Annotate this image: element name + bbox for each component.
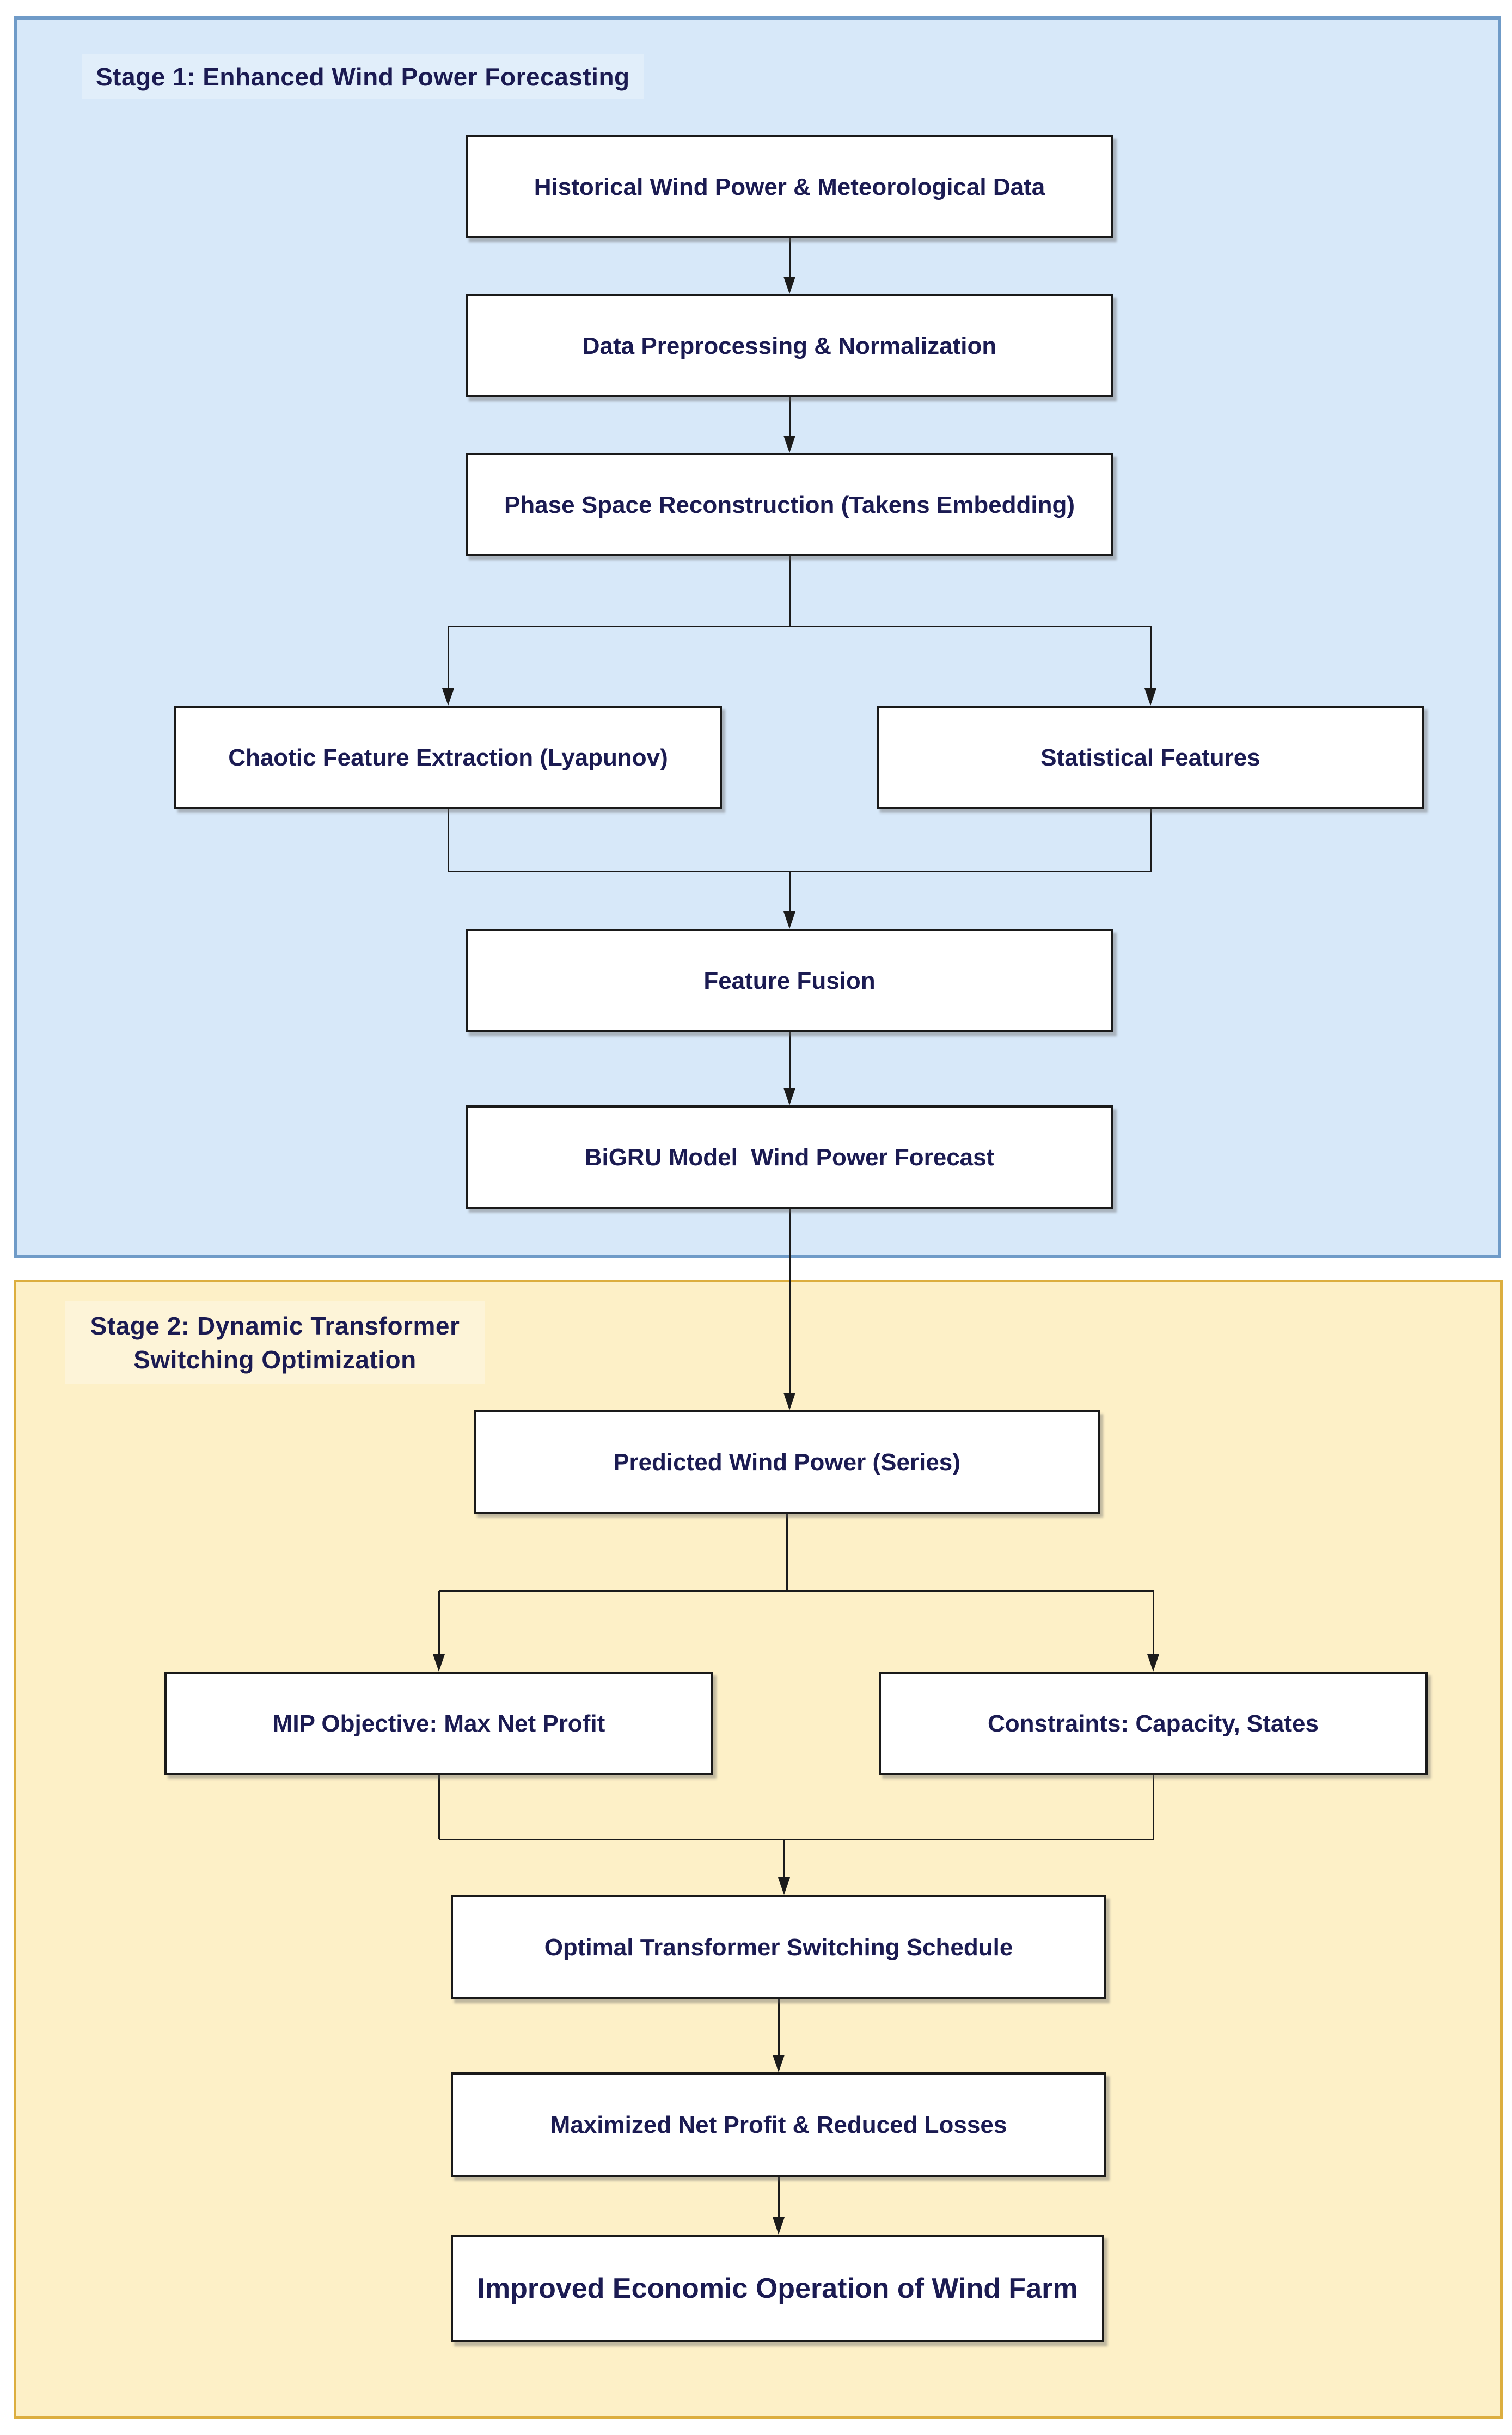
connector-maximized-to-improved	[778, 2177, 780, 2217]
arrowhead-down-icon	[783, 1088, 795, 1105]
node-optimal-switching-schedule: Optimal Transformer Switching Schedule	[451, 1895, 1106, 1999]
connector-statistical-to-merge	[1150, 809, 1152, 871]
stage2-title: Stage 2: Dynamic Transformer Switching O…	[65, 1301, 485, 1384]
node-improved-economic-operation: Improved Economic Operation of Wind Farm	[451, 2235, 1104, 2342]
node-statistical-features-label: Statistical Features	[1040, 744, 1260, 771]
connector-predicted-split-bar	[439, 1590, 1154, 1592]
connector-split-to-chaotic	[448, 626, 449, 688]
stage2-title-line1: Stage 2: Dynamic Transformer	[90, 1312, 460, 1340]
connector-historical-to-preprocessing	[789, 238, 791, 277]
node-data-preprocessing-label: Data Preprocessing & Normalization	[582, 332, 997, 359]
node-phase-space-reconstruction: Phase Space Reconstruction (Takens Embed…	[466, 453, 1113, 556]
node-chaotic-feature-extraction: Chaotic Feature Extraction (Lyapunov)	[174, 706, 722, 809]
connector-merge2-bar	[439, 1839, 1154, 1840]
node-phase-space-reconstruction-label: Phase Space Reconstruction (Takens Embed…	[504, 491, 1075, 518]
arrowhead-down-icon	[1147, 1654, 1159, 1672]
node-improved-economic-operation-label: Improved Economic Operation of Wind Farm	[477, 2272, 1078, 2304]
arrowhead-down-icon	[773, 2055, 785, 2072]
node-maximized-net-profit: Maximized Net Profit & Reduced Losses	[451, 2072, 1106, 2177]
connector-predicted-split-stem	[786, 1514, 788, 1591]
connector-mip-to-merge	[438, 1775, 440, 1839]
node-bigru-forecast-label: BiGRU Model Wind Power Forecast	[584, 1143, 995, 1171]
arrowhead-down-icon	[783, 436, 795, 453]
node-maximized-net-profit-label: Maximized Net Profit & Reduced Losses	[550, 2111, 1007, 2138]
arrowhead-down-icon	[1144, 688, 1156, 706]
node-mip-objective: MIP Objective: Max Net Profit	[164, 1672, 713, 1775]
stage2-title-line2: Switching Optimization	[133, 1345, 417, 1374]
arrowhead-down-icon	[783, 911, 795, 929]
connector-merge-to-fusion	[789, 871, 791, 911]
node-feature-fusion-label: Feature Fusion	[703, 967, 876, 994]
connector-split-to-constraints	[1153, 1591, 1154, 1654]
node-data-preprocessing: Data Preprocessing & Normalization	[466, 294, 1113, 397]
node-historical-data-label: Historical Wind Power & Meteorological D…	[534, 173, 1045, 200]
connector-preprocessing-to-phase	[789, 397, 791, 436]
arrowhead-down-icon	[433, 1654, 445, 1672]
connector-optimal-to-maximized	[778, 1999, 780, 2055]
arrowhead-down-icon	[773, 2217, 785, 2235]
connector-merge-to-optimal	[783, 1839, 785, 1877]
node-mip-objective-label: MIP Objective: Max Net Profit	[272, 1710, 605, 1737]
connector-merge-bar	[448, 871, 1152, 872]
node-historical-data: Historical Wind Power & Meteorological D…	[466, 135, 1113, 238]
stage1-title: Stage 1: Enhanced Wind Power Forecasting	[82, 54, 644, 99]
arrowhead-down-icon	[783, 1393, 795, 1410]
connector-phase-split-stem	[789, 556, 791, 626]
connector-bigru-to-predicted	[789, 1209, 791, 1393]
node-predicted-wind-power-label: Predicted Wind Power (Series)	[613, 1448, 960, 1476]
connector-constraints-to-merge	[1153, 1775, 1154, 1839]
connector-phase-split-bar	[448, 626, 1152, 627]
node-optimal-switching-schedule-label: Optimal Transformer Switching Schedule	[544, 1934, 1013, 1961]
connector-chaotic-to-merge	[448, 809, 449, 871]
arrowhead-down-icon	[442, 688, 454, 706]
connector-split-to-mip	[438, 1591, 440, 1654]
arrowhead-down-icon	[778, 1877, 790, 1895]
node-constraints: Constraints: Capacity, States	[879, 1672, 1428, 1775]
connector-fusion-to-bigru	[789, 1032, 791, 1088]
node-feature-fusion: Feature Fusion	[466, 929, 1113, 1032]
node-constraints-label: Constraints: Capacity, States	[987, 1710, 1319, 1737]
connector-split-to-statistical	[1150, 626, 1152, 688]
arrowhead-down-icon	[783, 277, 795, 294]
node-predicted-wind-power: Predicted Wind Power (Series)	[474, 1410, 1100, 1514]
node-statistical-features: Statistical Features	[877, 706, 1424, 809]
node-bigru-forecast: BiGRU Model Wind Power Forecast	[466, 1105, 1113, 1209]
node-chaotic-feature-extraction-label: Chaotic Feature Extraction (Lyapunov)	[228, 744, 668, 771]
